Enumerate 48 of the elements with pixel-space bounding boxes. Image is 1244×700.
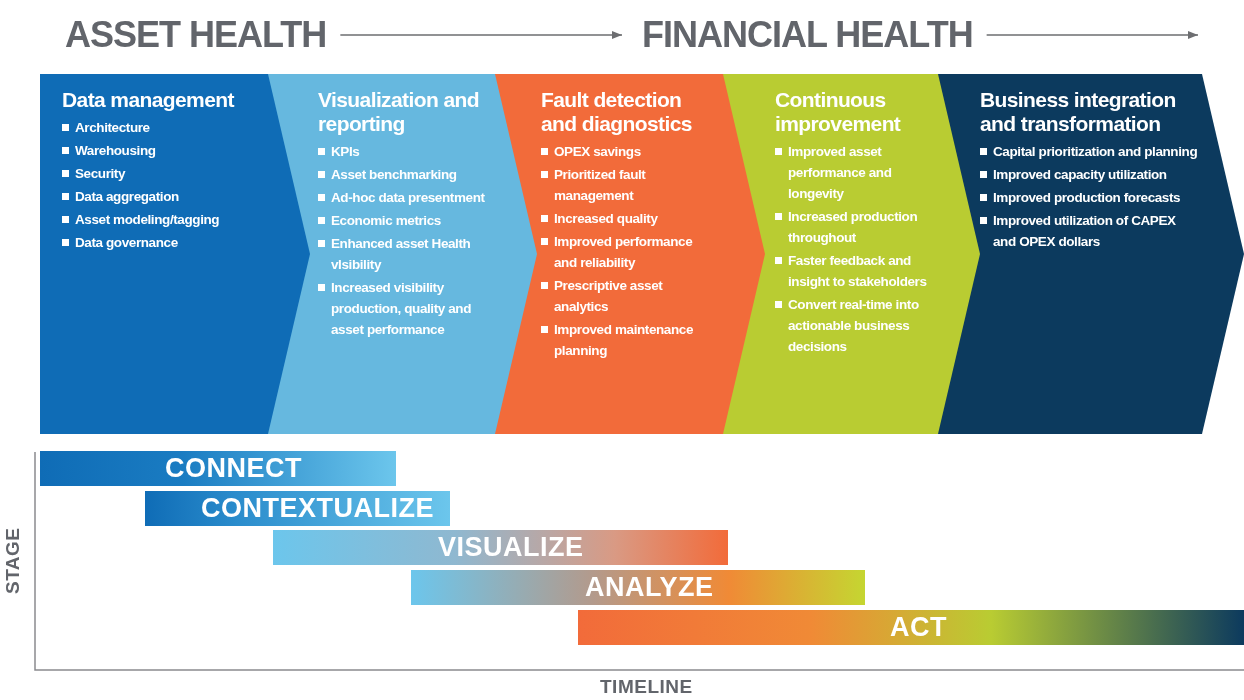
bullet-text: Warehousing [75, 143, 156, 158]
bar-label: ACT [890, 611, 947, 644]
bullet-text: Improved utilization of CAPEX and OPEX dollars [993, 213, 1176, 249]
bullet-text: Capital prioritization and planning [993, 144, 1198, 159]
bullet-text: Data aggregation [75, 189, 179, 204]
bullet-text: Prioritized fault management [554, 167, 646, 203]
stage-heading: Fault detection and diagnostics [541, 88, 693, 136]
bullet-text: KPIs [331, 144, 360, 159]
arrow [339, 30, 623, 40]
stage-bar [578, 610, 1244, 645]
bullet-text: Data governance [75, 235, 178, 250]
bullet-text: Asset benchmarking [331, 167, 457, 182]
bullet-text: Increased production throughout [788, 209, 918, 245]
bullet-text: Increased quality [554, 211, 658, 226]
bullet-text: Improved capacity utilization [993, 167, 1167, 182]
stage-heading: Business integration and transformation [980, 88, 1177, 136]
bullet-text: Improved maintenance planning [554, 322, 694, 358]
heading-text: FINANCIAL HEALTH [642, 14, 973, 56]
stage-heading: Continuous improvement [775, 88, 902, 136]
stage-heading: Data management [62, 88, 236, 112]
bullet-text: OPEX savings [554, 144, 641, 159]
bullet-text: Economic metrics [331, 213, 441, 228]
bullet-text: Increased visibility production, quality and asset performance [331, 280, 472, 337]
bullet-text: Improved production forecasts [993, 190, 1181, 205]
bullet-text: Asset modeling/tagging [75, 212, 220, 227]
axis-label: TIMELINE [600, 676, 693, 698]
bullet-text: Architecture [75, 120, 150, 135]
stage-panel [938, 74, 1244, 434]
stage-bar [40, 451, 396, 486]
bullet-text: Faster feedback and insight to stakeholders [788, 253, 927, 289]
bullet-text: Security [75, 166, 126, 181]
bullet-text: Convert real-time into actionable business decisions [788, 297, 919, 354]
stage-bar [145, 491, 450, 526]
stage-bar [273, 530, 728, 565]
stage-heading: Visualization and reporting [318, 88, 480, 136]
bullet-text: Ad-hoc data presentment [331, 190, 485, 205]
stage-bar [411, 570, 865, 605]
bar-label: CONTEXTUALIZE [201, 492, 434, 525]
bullet-text: Prescriptive asset analytics [554, 278, 663, 314]
bullet-text: Improved performance and reliability [554, 234, 693, 270]
bullet-text: Enhanced asset Health vIsibility [331, 236, 471, 272]
bar-label: ANALYZE [585, 571, 714, 604]
arrow [985, 30, 1199, 40]
bar-label: CONNECT [165, 452, 302, 485]
bar-label: VISUALIZE [438, 531, 584, 564]
heading-text: ASSET HEALTH [65, 14, 327, 56]
axis-label: STAGE [2, 527, 24, 594]
bullet-text: Improved asset performance and longevity [788, 144, 892, 201]
